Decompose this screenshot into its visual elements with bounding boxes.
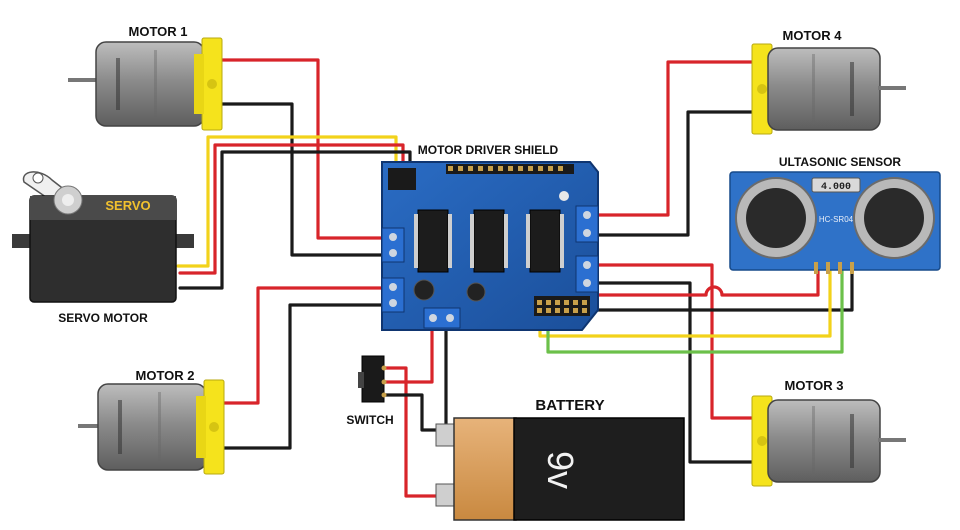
battery-body bbox=[513, 417, 685, 521]
sensor-vcc-wire bbox=[558, 268, 820, 297]
switch-label: SWITCH bbox=[346, 413, 393, 427]
motor3-label: MOTOR 3 bbox=[785, 378, 844, 393]
motor2-label: MOTOR 2 bbox=[136, 368, 195, 383]
motor-2: MOTOR 2 bbox=[78, 368, 225, 475]
motor-1: MOTOR 1 bbox=[68, 24, 223, 131]
battery-terminal-top bbox=[435, 423, 457, 447]
battery-black-wire bbox=[382, 393, 447, 432]
motor2-shaft bbox=[78, 424, 106, 428]
motor1-red-wire bbox=[220, 58, 388, 240]
motor2-black-wire bbox=[220, 303, 388, 450]
motor3-body bbox=[767, 399, 881, 483]
motor1-black-wire bbox=[220, 102, 388, 257]
shield-servo-header bbox=[388, 168, 416, 190]
sensor-model-text: HC-SR04 bbox=[819, 215, 854, 224]
motor-4: MOTOR 4 bbox=[751, 28, 906, 135]
servo-mount-left bbox=[12, 234, 32, 248]
motor4-black-wire bbox=[594, 110, 754, 237]
servo-brand-text: SERVO bbox=[105, 198, 150, 213]
motor3-shaft bbox=[878, 438, 906, 442]
motor2-red-wire bbox=[220, 286, 388, 405]
shield-ic-1 bbox=[414, 209, 452, 273]
motor4-body bbox=[767, 47, 881, 131]
battery-voltage-text: 9v bbox=[540, 451, 581, 489]
shield-capacitor-1 bbox=[413, 279, 435, 301]
motor3-black-wire bbox=[594, 281, 754, 464]
ultrasonic-sensor: 4.000 HC-SR04 ULTASONIC SENSOR bbox=[729, 155, 941, 274]
motor1-shaft bbox=[68, 78, 98, 82]
shield-power-terminal bbox=[423, 307, 461, 329]
sensor-display-text: 4.000 bbox=[821, 182, 851, 193]
servo-mount-right bbox=[174, 234, 194, 248]
sensor-label: ULTASONIC SENSOR bbox=[779, 155, 902, 169]
servo-motor-label: SERVO MOTOR bbox=[58, 311, 148, 325]
motor-driver-shield: MOTOR DRIVER SHIELD bbox=[381, 143, 599, 331]
motor3-red-wire bbox=[594, 263, 754, 420]
shield-label: MOTOR DRIVER SHIELD bbox=[418, 143, 559, 157]
motor4-shaft bbox=[878, 86, 906, 90]
sensor-crystal bbox=[811, 177, 861, 193]
switch: SWITCH bbox=[346, 355, 394, 427]
battery-label: BATTERY bbox=[535, 397, 604, 414]
servo-ground-wire bbox=[178, 150, 412, 290]
battery-cap bbox=[453, 417, 517, 521]
battery-terminal-bottom bbox=[435, 483, 457, 507]
shield-right-terminals bbox=[575, 205, 599, 293]
motor-3: MOTOR 3 bbox=[751, 378, 906, 487]
motor1-label: MOTOR 1 bbox=[129, 24, 188, 39]
battery-red-wire bbox=[382, 366, 440, 498]
battery: 9v BATTERY bbox=[435, 397, 685, 521]
motor4-label: MOTOR 4 bbox=[783, 28, 843, 43]
shield-ic-3 bbox=[526, 209, 564, 273]
shield-capacitor-2 bbox=[466, 282, 486, 302]
shield-led bbox=[559, 191, 569, 201]
motor2-body bbox=[97, 383, 207, 471]
switch-to-shield-wire bbox=[382, 323, 434, 384]
servo-signal-wire bbox=[176, 135, 398, 268]
motor1-body bbox=[95, 41, 205, 127]
shield-left-terminals bbox=[381, 227, 405, 313]
shield-top-header bbox=[446, 164, 574, 174]
shield-analog-header bbox=[534, 296, 590, 316]
servo-motor: SERVO SERVO MOTOR bbox=[12, 171, 194, 325]
shield-ic-2 bbox=[470, 209, 508, 273]
sensor-echo-wire bbox=[546, 268, 844, 354]
switch-body bbox=[361, 355, 385, 403]
motor4-red-wire bbox=[594, 60, 754, 217]
